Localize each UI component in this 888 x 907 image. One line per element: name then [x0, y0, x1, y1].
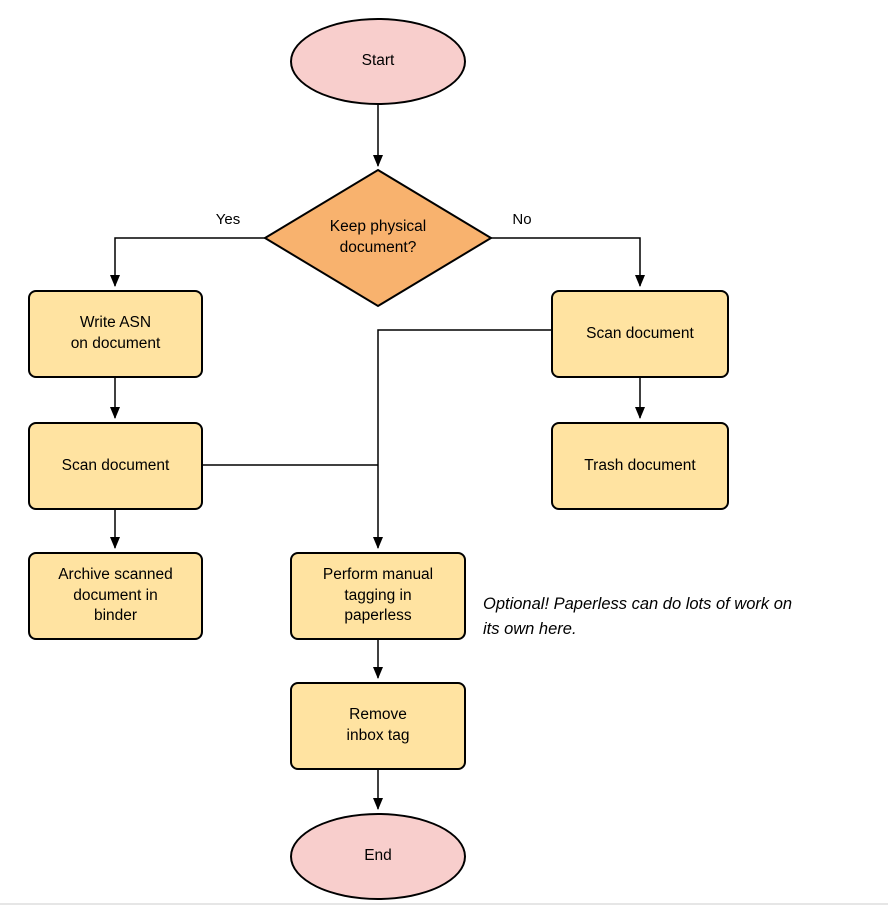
end-node: End	[290, 813, 466, 900]
process-label: Archive scanned document in binder	[58, 565, 173, 625]
process-trash-document: Trash document	[551, 422, 729, 510]
optional-note: Optional! Paperless can do lots of work …	[483, 595, 793, 638]
process-label: Scan document	[586, 324, 694, 342]
process-label: Trash document	[584, 456, 696, 474]
process-write-asn-on-document: Write ASN on document	[28, 290, 203, 378]
process-scan-document-left: Scan document	[28, 422, 203, 510]
decision-diamond-shape	[263, 168, 493, 308]
process-remove-inbox-tag: Remove inbox tag	[290, 682, 466, 770]
process-label: Perform manual tagging in paperless	[322, 565, 434, 625]
decision-keep-physical-document: Keep physical document?	[263, 168, 493, 308]
end-label: End	[364, 847, 392, 865]
start-node: Start	[290, 18, 466, 105]
process-archive-scanned-document: Archive scanned document in binder	[28, 552, 203, 640]
process-perform-manual-tagging: Perform manual tagging in paperless	[290, 552, 466, 640]
edge-decision-no-to-scan-right	[491, 237, 645, 287]
start-label: Start	[361, 52, 395, 70]
edge-label-yes: Yes	[215, 211, 241, 228]
process-label: Write ASN on document	[70, 314, 161, 352]
process-label: Scan document	[61, 456, 170, 474]
edge-decision-yes-to-write-asn	[110, 237, 265, 287]
process-label: Remove inbox tag	[346, 706, 410, 744]
process-scan-document-right: Scan document	[551, 290, 729, 378]
edge-scan-right-to-tagging	[373, 329, 551, 549]
edge-label-no: No	[512, 211, 532, 228]
bottom-divider	[0, 903, 888, 905]
decision-label: Keep physical document?	[329, 218, 427, 256]
